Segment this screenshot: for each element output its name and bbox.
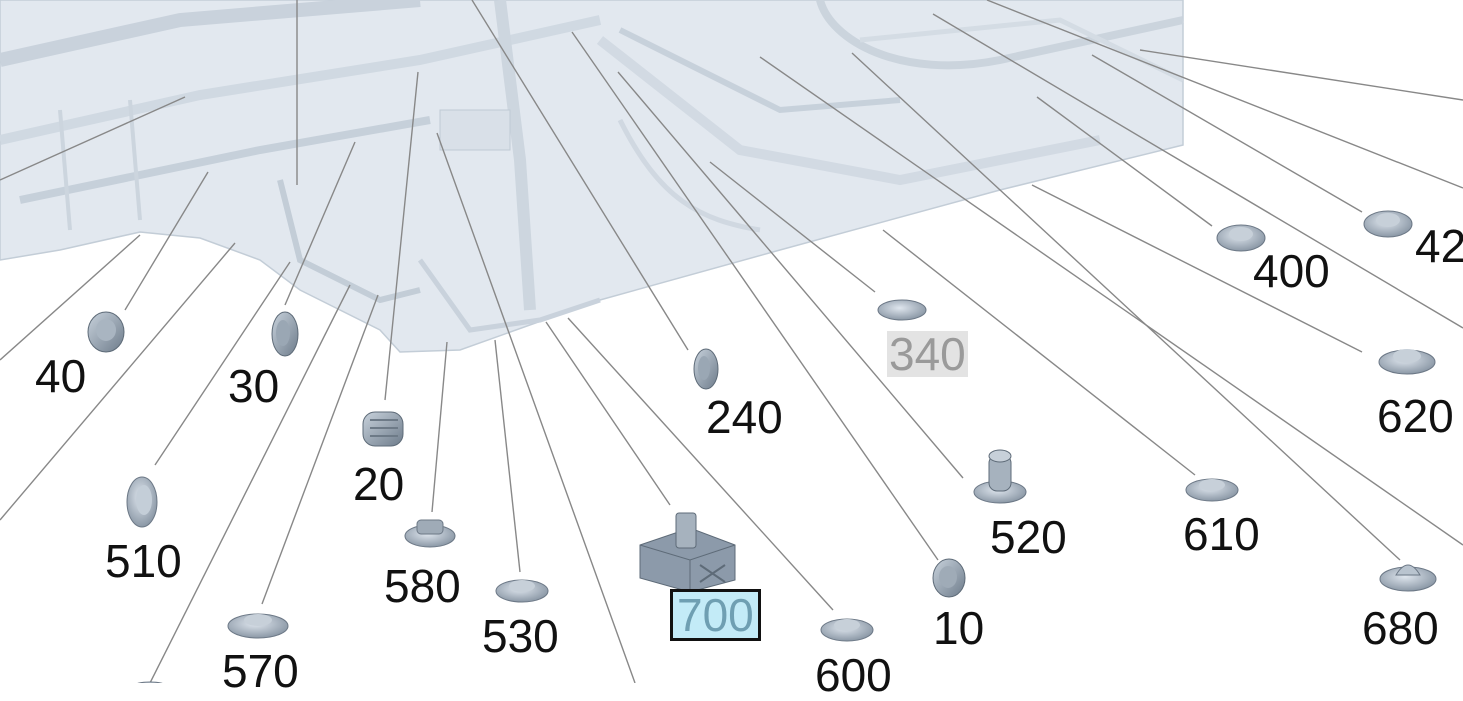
part-label-30[interactable]: 30 [228, 360, 280, 412]
fastener-580[interactable] [404, 519, 456, 548]
fastener-530[interactable] [495, 579, 549, 603]
part-label-610[interactable]: 610 [1183, 508, 1260, 560]
fastener-340[interactable] [877, 299, 927, 321]
part-label-340[interactable]: 340 [887, 328, 968, 380]
part-label-620[interactable]: 620 [1377, 390, 1454, 442]
fastener-680[interactable] [1379, 564, 1437, 592]
part-label-510[interactable]: 510 [105, 535, 182, 587]
part-label-20[interactable]: 20 [353, 458, 405, 510]
part-label-680[interactable]: 680 [1362, 602, 1439, 654]
fastener-420[interactable] [1363, 210, 1413, 238]
fastener-610[interactable] [1185, 478, 1239, 502]
fastener-520[interactable] [973, 449, 1027, 504]
part-label-240[interactable]: 240 [706, 391, 783, 443]
part-label-420[interactable]: 42 [1415, 220, 1463, 272]
part-label-700[interactable]: 700 [670, 589, 761, 641]
part-label-40[interactable]: 40 [35, 350, 87, 402]
fastener-620[interactable] [1378, 349, 1436, 375]
fastener-20[interactable] [362, 411, 404, 447]
leader-lines [0, 0, 1463, 683]
vehicle-body-shell [0, 0, 1185, 353]
fastener-10[interactable] [932, 558, 966, 598]
part-label-580[interactable]: 580 [384, 560, 461, 612]
part-label-600[interactable]: 600 [815, 649, 892, 701]
exploded-parts-diagram [0, 0, 1463, 683]
part-label-10[interactable]: 10 [933, 602, 985, 654]
fastener-30[interactable] [271, 311, 299, 357]
part-label-400[interactable]: 400 [1253, 245, 1330, 297]
fastener-400[interactable] [1216, 224, 1266, 252]
fastener-600[interactable] [820, 618, 874, 642]
fastener-240[interactable] [693, 348, 719, 390]
fastener-40[interactable] [87, 311, 125, 353]
part-label-530[interactable]: 530 [482, 610, 559, 662]
part-label-570[interactable]: 570 [222, 645, 299, 697]
fastener-570[interactable] [227, 613, 289, 639]
bracket-700[interactable] [639, 512, 736, 593]
fastener-510[interactable] [126, 476, 158, 528]
part-label-520[interactable]: 520 [990, 511, 1067, 563]
